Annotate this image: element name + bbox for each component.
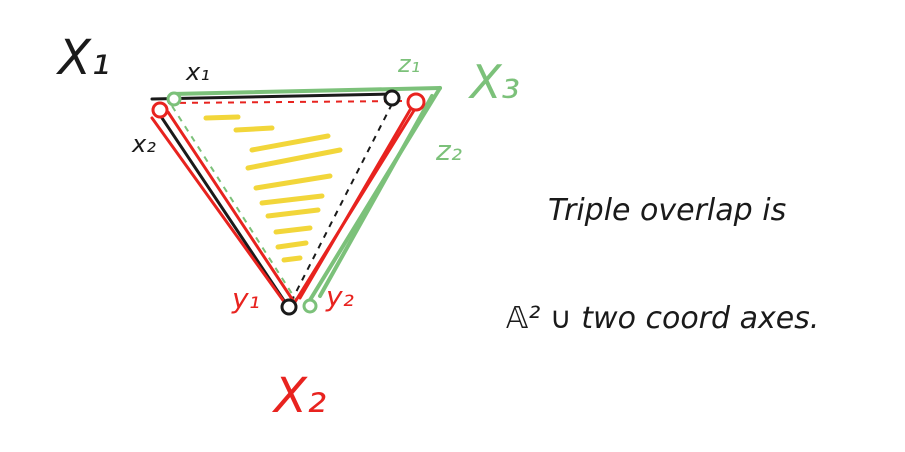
dashed-green-edge — [171, 105, 297, 301]
point-x1-green — [166, 91, 182, 107]
label-x1: x₁ — [185, 58, 210, 86]
component-x3-green — [170, 86, 442, 302]
label-X1: X₁ — [55, 30, 110, 86]
overlap-shading — [203, 114, 343, 263]
point-x2-red — [151, 101, 169, 119]
label-x2: x₂ — [131, 130, 156, 158]
label-y2: y₂ — [325, 280, 354, 313]
point-y2-green — [302, 298, 318, 314]
label-X3: X₃ — [468, 55, 520, 109]
point-z-red — [406, 92, 426, 112]
point-y1-black — [280, 298, 298, 316]
component-x2-red — [150, 102, 420, 312]
dashed-red-edge — [167, 100, 409, 104]
note-line-1: Triple overlap is — [548, 193, 786, 228]
label-z2: z₂ — [435, 134, 462, 167]
label-z1: z₁ — [397, 50, 420, 78]
component-x1-black — [150, 92, 394, 307]
dashed-black-edge — [291, 103, 393, 301]
label-X2: X₂ — [271, 368, 326, 424]
note-line-2: 𝔸² ∪ two coord axes. — [506, 301, 819, 336]
label-y1: y₁ — [231, 282, 260, 315]
point-x1-black — [383, 89, 401, 107]
